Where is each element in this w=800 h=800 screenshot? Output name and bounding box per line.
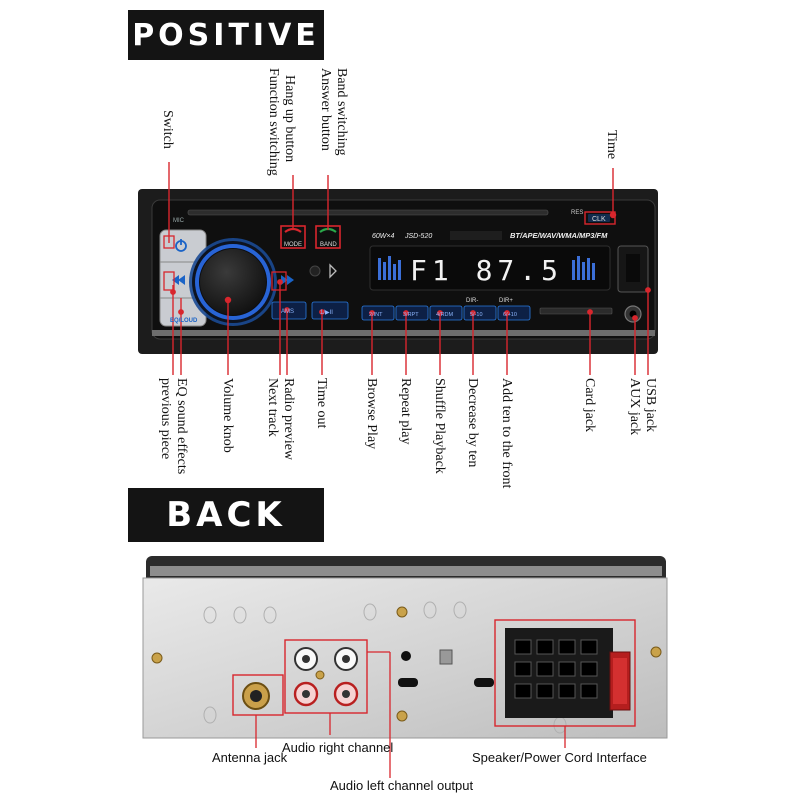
res-label: RES (571, 210, 583, 216)
play-pause-button (311, 301, 349, 320)
label-card: Card jack (582, 378, 597, 433)
power-icon (175, 239, 187, 252)
preset-3-label: 3/RPT (403, 312, 419, 318)
preset-buttons (361, 305, 531, 321)
band-label: BAND (320, 242, 337, 248)
antenna-jack (232, 674, 284, 716)
label-radio-2: Next track (265, 378, 280, 437)
label-browse: Browse Play (364, 378, 379, 450)
label-radio-1: Radio preview (281, 378, 296, 461)
label-band-2: Answer button (318, 68, 333, 151)
vent-holes (203, 601, 567, 734)
screws (151, 606, 662, 722)
clk-button (584, 211, 616, 225)
label-audio-left: Audio left channel output (330, 778, 474, 793)
preset-2-label: 2/INT (369, 312, 383, 318)
eq-bars-left (378, 256, 401, 280)
label-add: Add ten to the front (499, 378, 514, 489)
lcd-display (369, 245, 611, 291)
label-hangup-2: Function switching (266, 68, 281, 176)
preset-4-label: 4/RDM (436, 312, 454, 318)
front-panel-illustration: MIC RES CLK MODE BAND 60W×4 JSD-520 BT/A… (138, 162, 658, 375)
preset-6-label: 6/+10 (503, 312, 517, 318)
cd-slot (187, 209, 549, 216)
label-audio-right: Audio right channel (282, 740, 394, 755)
bluetooth-icon (329, 263, 337, 279)
play-pause-label: 1/▶II (320, 310, 333, 316)
mic-label: MIC (173, 218, 185, 224)
previous-icon (172, 275, 185, 285)
label-volume: Volume knob (220, 378, 235, 453)
eq-bars-right (572, 256, 595, 280)
label-speaker: Speaker/Power Cord Interface (472, 750, 647, 765)
label-usb-1: USB jack (643, 378, 658, 433)
label-timeout: Time out (314, 378, 329, 429)
label-antenna: Antenna jack (212, 750, 288, 765)
preset-button-6 (497, 305, 531, 321)
label-switch: Switch (160, 110, 175, 149)
label-eq-2: previous piece (158, 378, 173, 460)
label-time: Time (604, 130, 619, 160)
dir-minus-label: DIR- (466, 298, 478, 304)
back-top-rail (146, 556, 666, 584)
label-band-1: Band switching (334, 68, 349, 156)
preset-button-3 (395, 305, 429, 321)
ir-sensor (309, 265, 321, 277)
label-repeat: Repeat play (398, 378, 413, 445)
rca-block (284, 639, 368, 714)
clk-label: CLK (592, 216, 606, 223)
iso-connector (494, 619, 636, 727)
preset-5-label: 5/-10 (470, 312, 483, 318)
label-eq-1: EQ sound effects (174, 378, 189, 475)
model-label: JSD-520 (404, 233, 432, 240)
eq-loud-label: EQ/LOUD (170, 318, 198, 324)
label-hangup-1: Hang up button (282, 75, 297, 163)
display-readout: F1 87.5 (410, 254, 563, 287)
ams-label: AMS (281, 309, 294, 315)
preset-button-4 (429, 305, 463, 321)
volume-knob (189, 238, 277, 326)
mode-label: MODE (284, 242, 302, 248)
label-decrease: Decrease by ten (465, 378, 480, 468)
preset-button-5 (463, 305, 497, 321)
preset-button-2 (361, 305, 395, 321)
label-usb-2: AUX jack (627, 378, 642, 436)
back-metal-plate (142, 577, 668, 739)
dir-plus-label: DIR+ (499, 298, 513, 304)
back-heading: BACK (128, 488, 324, 542)
formats-label: BT/APE/WAV/WMA/MP3/FM (510, 231, 608, 240)
card-slot (539, 307, 613, 315)
power-spec-label: 60W×4 (372, 233, 394, 240)
label-shuffle: Shuffle Playback (432, 378, 447, 474)
positive-heading: POSITIVE (128, 10, 324, 60)
